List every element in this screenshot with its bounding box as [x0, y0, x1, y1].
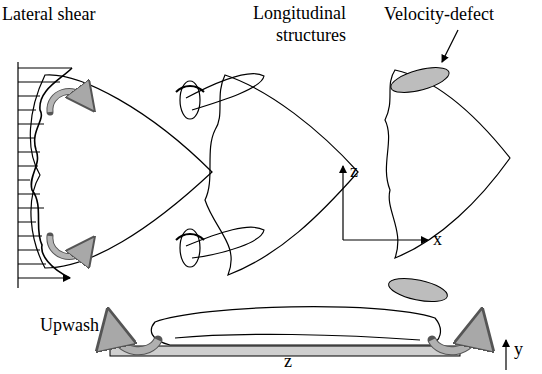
axis-label: z: [284, 350, 292, 372]
axis-label: z: [350, 160, 358, 182]
section-title: Longitudinal structures: [226, 2, 346, 46]
flow-label: Upwash: [40, 314, 99, 336]
section-title: Velocity-defect: [384, 3, 494, 25]
section-title: Lateral shear: [2, 3, 95, 25]
axis-label: y: [514, 338, 523, 360]
axis-label: x: [433, 228, 442, 250]
